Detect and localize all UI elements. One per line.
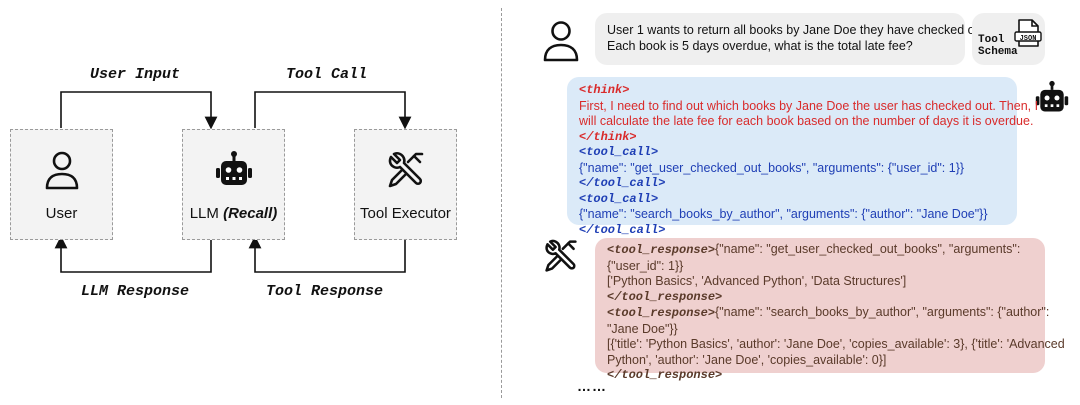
tool-call-open-tag-1: <tool_call> xyxy=(579,145,659,159)
user-avatar-icon xyxy=(543,21,579,62)
arrow-tool-response xyxy=(248,235,406,273)
response-2-line-3: [{'title': 'Python Basics', 'author': 'J… xyxy=(607,337,1065,351)
tool-call-1: {"name": "get_user_checked_out_books", "… xyxy=(579,160,965,175)
node-user-label: User xyxy=(45,205,78,222)
response-1-line-2: {"user_id": 1}} xyxy=(607,258,684,273)
think-line-2: will calculate the late fee for each boo… xyxy=(579,114,1034,128)
node-tool-executor: Tool Executor xyxy=(354,129,457,240)
assistant-reasoning-bubble: <think> First, I need to find out which … xyxy=(567,77,1039,237)
tools-icon xyxy=(388,151,423,188)
response-2-line-1: <tool_response>{"name": "search_books_by… xyxy=(607,305,1050,320)
arrow-tool-call xyxy=(254,91,412,130)
schema-label-line-2: Schema xyxy=(978,46,1018,58)
edge-label-llm-response: LLM Response xyxy=(81,283,190,300)
node-llm-label: LLM (Recall) xyxy=(189,205,278,222)
tool-call-open-tag-2: <tool_call> xyxy=(579,191,659,206)
response-2-line-4: Python', 'author': 'Jane Doe', 'copies_a… xyxy=(607,352,887,367)
tool-call-2: {"name": "search_books_by_author", "argu… xyxy=(579,207,988,221)
json-file-icon xyxy=(1014,19,1042,47)
edge-label-tool-response: Tool Response xyxy=(266,283,384,300)
tools-avatar-icon xyxy=(545,239,577,272)
tool-call-close-tag-1: </tool_call> xyxy=(579,176,666,190)
edge-label-tool-call: Tool Call xyxy=(286,66,368,83)
response-close-tag-2: </tool_response> xyxy=(607,368,723,382)
json-badge: JSON xyxy=(1019,35,1037,43)
user-question-bubble: User 1 wants to return all books by Jane… xyxy=(595,13,989,65)
edge-label-user-input: User Input xyxy=(90,66,181,83)
schema-label-line-1: Tool xyxy=(978,34,1005,46)
response-1-line-3: ['Python Basics', 'Advanced Python', 'Da… xyxy=(607,274,907,288)
question-line-1: User 1 wants to return all books by Jane… xyxy=(607,23,989,37)
robot-avatar-icon xyxy=(1035,80,1069,112)
question-line-2: Each book is 5 days overdue, what is the… xyxy=(607,38,913,53)
arrow-llm-response xyxy=(54,235,212,273)
node-tool-executor-label: Tool Executor xyxy=(360,205,451,222)
think-line-1: First, I need to find out which books by… xyxy=(579,98,1039,113)
section-divider xyxy=(501,8,502,398)
flow-arrows xyxy=(54,91,412,273)
think-close-tag: </think> xyxy=(579,129,637,144)
tool-response-bubble: <tool_response>{"name": "get_user_checke… xyxy=(595,238,1065,382)
tool-call-close-tag-2: </tool_call> xyxy=(579,222,666,237)
tool-schema-bubble: Tool Schema JSON xyxy=(972,13,1045,65)
arrow-user-input xyxy=(60,91,218,130)
person-icon xyxy=(45,151,78,190)
response-close-tag-1: </tool_response> xyxy=(607,289,723,304)
node-llm: LLM (Recall) xyxy=(182,129,285,240)
think-open-tag: <think> xyxy=(579,83,630,97)
continuation-ellipsis: …… xyxy=(577,378,607,394)
response-1-line-1: <tool_response>{"name": "get_user_checke… xyxy=(607,242,1021,257)
node-user: User xyxy=(10,129,113,240)
response-2-line-2: "Jane Doe"}} xyxy=(607,321,678,336)
robot-icon xyxy=(215,151,252,185)
